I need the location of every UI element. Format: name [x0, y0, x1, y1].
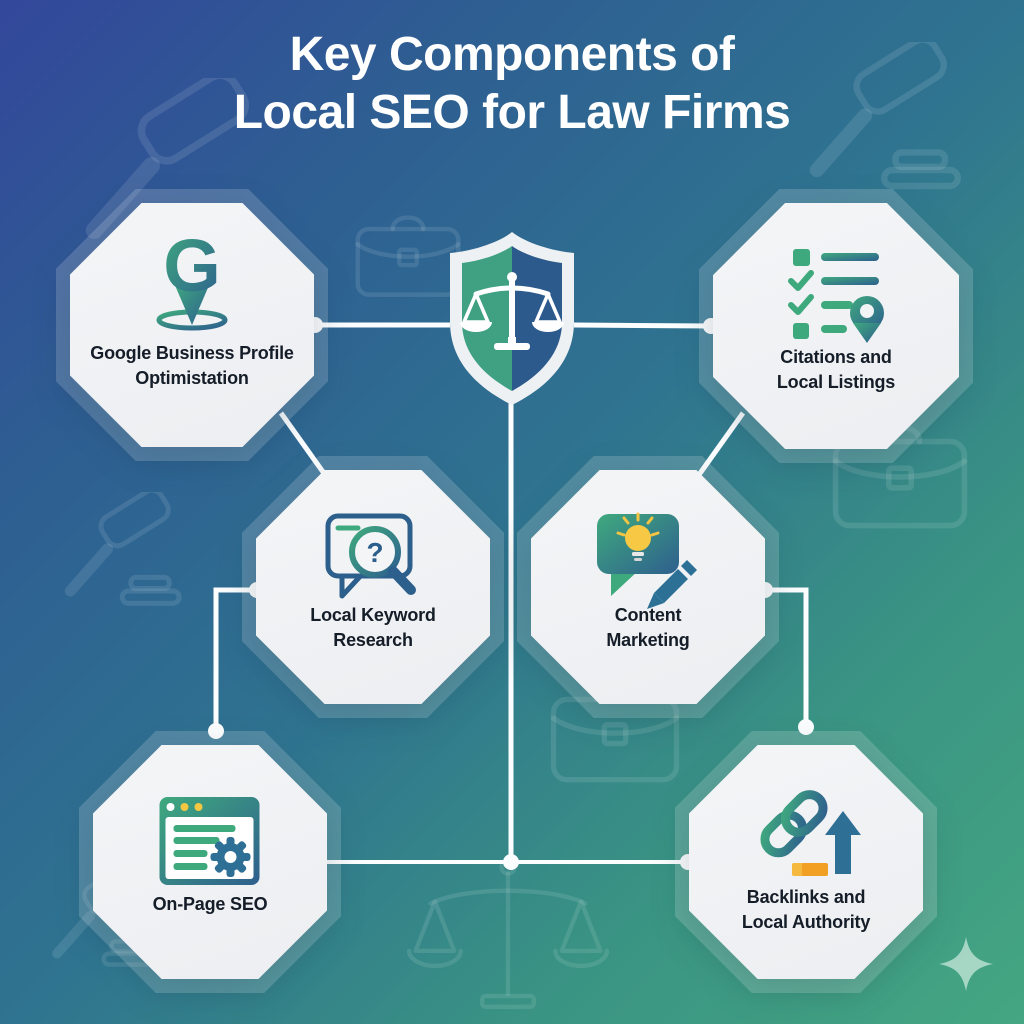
node-face	[689, 745, 923, 979]
node-face	[531, 470, 765, 704]
node-label: Google Business Profile Optimistation	[90, 343, 294, 388]
sparkle-icon	[939, 937, 993, 991]
lightbulb-chat-pen-icon	[531, 508, 765, 612]
svg-text:?: ?	[366, 537, 383, 568]
node-label: Backlinks and Local Authority	[741, 887, 871, 932]
node-label: On-Page SEO	[152, 894, 268, 914]
gavel-icon	[64, 492, 182, 606]
node-label: Local Keyword Research	[310, 605, 436, 650]
node-face	[256, 470, 490, 704]
node-content-marketing: Content Marketing	[517, 456, 779, 718]
scales-icon	[406, 858, 610, 1009]
node-label: Citations and Local Listings	[776, 347, 896, 392]
node-local-keyword-research: ? Local Keyword Research	[242, 456, 504, 718]
scales-glyph	[460, 272, 564, 350]
gavel-icon	[809, 42, 961, 190]
svg-text:G: G	[163, 224, 221, 307]
browser-gear-icon	[93, 795, 327, 887]
chain-link-arrow-icon	[689, 777, 923, 881]
node-citations-local-listings: Citations and Local Listings	[699, 189, 973, 463]
briefcase-icon	[355, 215, 461, 297]
shield-scales-of-justice-icon	[442, 230, 582, 413]
title-line-2: Local SEO for Law Firms	[233, 86, 791, 139]
title-line-1: Key Components of	[289, 28, 735, 81]
node-label: Content Marketing	[606, 605, 690, 650]
chat-search-icon: ?	[256, 510, 490, 610]
google-location-pin-icon: G	[70, 223, 314, 335]
node-google-business-profile: G Google Business Profile Optimistation	[56, 189, 328, 461]
node-on-page-seo: On-Page SEO	[79, 731, 341, 993]
page-title: Key Components of Local SEO for Law Firm…	[0, 26, 1024, 142]
checklist-location-icon	[713, 245, 959, 343]
node-backlinks-local-authority: Backlinks and Local Authority	[675, 731, 937, 993]
